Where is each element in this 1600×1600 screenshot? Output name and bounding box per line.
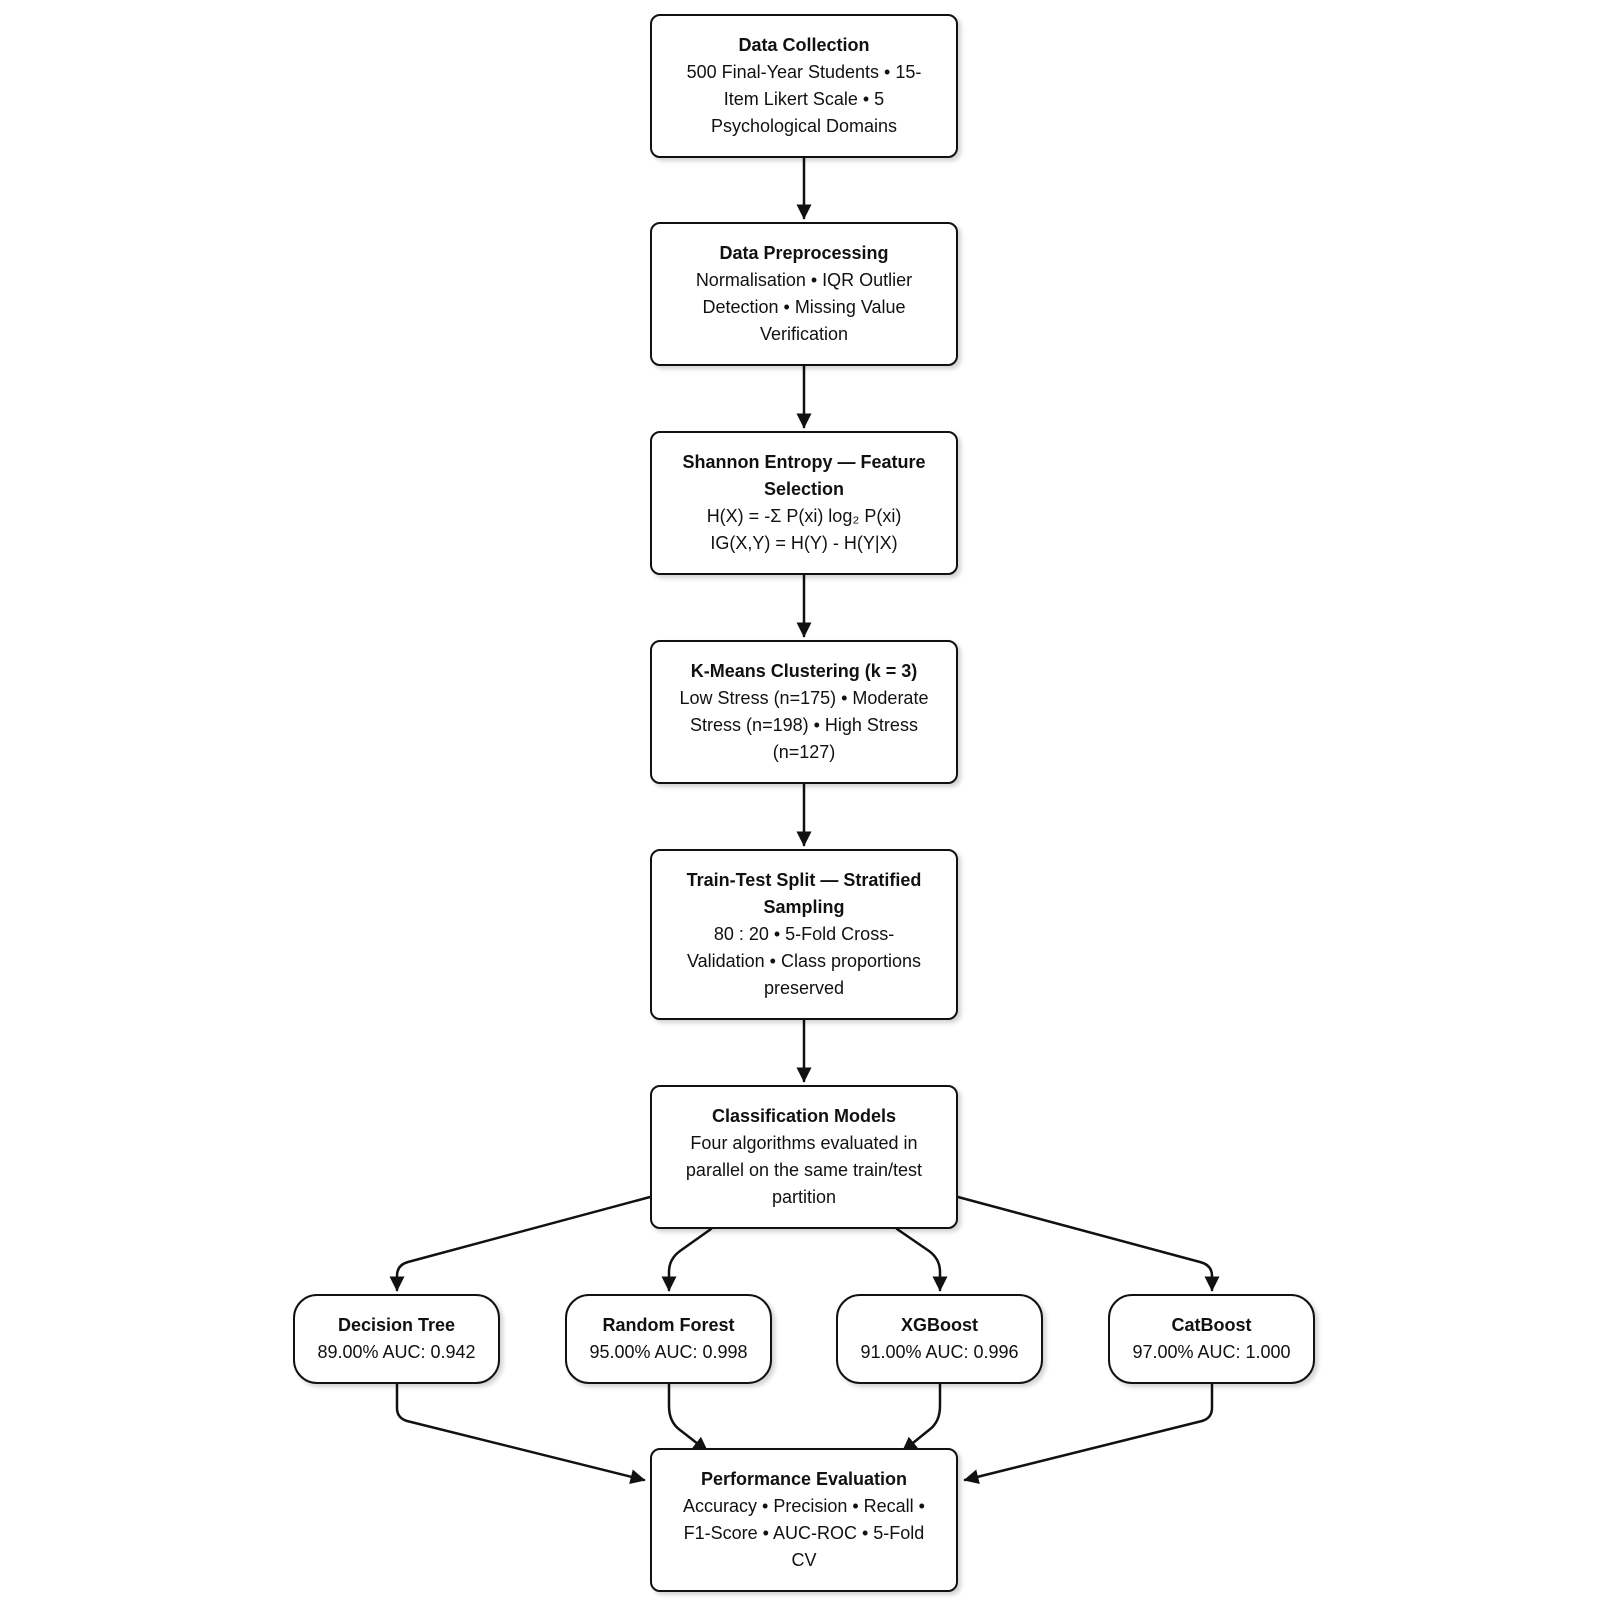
node-performance-evaluation: Performance Evaluation Accuracy • Precis…: [650, 1448, 958, 1592]
node-title-line: Selection: [763, 479, 845, 499]
node-shannon-entropy: Shannon Entropy — Feature Selection H(X)…: [650, 431, 958, 575]
node-description: Accuracy • Precision • Recall • F1-Score…: [683, 1493, 925, 1574]
edge-classify-decision-tree: [389, 1195, 652, 1292]
node-description-line: Psychological Domains: [710, 116, 898, 136]
node-description-line: F1-Score • AUC-ROC • 5-Fold: [683, 1523, 925, 1543]
model-metrics: 97.00% AUC: 1.000: [1132, 1342, 1291, 1362]
model-name: Decision Tree: [337, 1315, 456, 1335]
node-catboost: CatBoost 97.00% AUC: 1.000: [1108, 1294, 1315, 1384]
node-classification-models: Classification Models Four algorithms ev…: [650, 1085, 958, 1229]
node-description: 80 : 20 • 5-Fold Cross- Validation • Cla…: [687, 921, 921, 1002]
edge-decision-tree-eval: [395, 1382, 646, 1485]
node-description: Four algorithms evaluated in parallel on…: [686, 1130, 922, 1211]
node-description-line: parallel on the same train/test: [685, 1160, 923, 1180]
node-title: Performance Evaluation: [700, 1469, 908, 1489]
node-description-line: preserved: [763, 978, 845, 998]
node-title: Train-Test Split — Stratified Sampling: [687, 867, 922, 921]
node-description-line: 80 : 20 • 5-Fold Cross-: [713, 924, 895, 944]
node-description-line: Stress (n=198) • High Stress: [690, 715, 918, 735]
model-metrics: 95.00% AUC: 0.998: [589, 1342, 748, 1362]
node-description-line: Normalisation • IQR Outlier: [695, 270, 913, 290]
node-description-line: Item Likert Scale • 5: [723, 89, 885, 109]
node-random-forest: Random Forest 95.00% AUC: 0.998: [565, 1294, 772, 1384]
node-title: Shannon Entropy — Feature Selection: [682, 449, 925, 503]
node-formulas: H(X) = -Σ P(xi) log₂ P(xi) IG(X,Y) = H(Y…: [707, 503, 902, 557]
node-description-line: Accuracy • Precision • Recall •: [683, 1496, 925, 1516]
information-gain-formula: IG(X,Y) = H(Y) - H(Y|X): [710, 533, 898, 553]
node-description: Low Stress (n=175) • Moderate Stress (n=…: [680, 685, 929, 766]
node-title: Data Collection: [738, 35, 870, 55]
edge-classify-random-forest: [661, 1227, 713, 1292]
node-xgboost: XGBoost 91.00% AUC: 0.996: [836, 1294, 1043, 1384]
node-description-line: CV: [791, 1550, 817, 1570]
edge-classify-catboost: [956, 1195, 1220, 1292]
model-metrics: 89.00% AUC: 0.942: [317, 1342, 476, 1362]
node-title-line: Train-Test Split — Stratified: [686, 870, 922, 890]
entropy-formula: H(X) = -Σ P(xi) log₂ P(xi): [706, 506, 902, 526]
model-name: XGBoost: [900, 1315, 978, 1335]
node-title-line: Sampling: [763, 897, 845, 917]
node-description: 500 Final-Year Students • 15- Item Liker…: [687, 59, 922, 140]
node-train-test-split: Train-Test Split — Stratified Sampling 8…: [650, 849, 958, 1020]
model-name: Random Forest: [602, 1315, 735, 1335]
node-description-line: 500 Final-Year Students • 15-: [686, 62, 922, 82]
node-description-line: Verification: [759, 324, 849, 344]
edge-xgboost-eval: [901, 1382, 942, 1453]
model-metrics: 91.00% AUC: 0.996: [860, 1342, 1019, 1362]
node-decision-tree: Decision Tree 89.00% AUC: 0.942: [293, 1294, 500, 1384]
node-description: Normalisation • IQR Outlier Detection • …: [696, 267, 912, 348]
node-description-line: (n=127): [772, 742, 836, 762]
node-description-line: Four algorithms evaluated in: [690, 1133, 918, 1153]
node-description-line: Detection • Missing Value: [702, 297, 906, 317]
node-kmeans-clustering: K-Means Clustering (k = 3) Low Stress (n…: [650, 640, 958, 784]
node-title: K-Means Clustering (k = 3): [690, 661, 918, 681]
node-description-line: Low Stress (n=175) • Moderate: [679, 688, 929, 708]
node-title: Data Preprocessing: [719, 243, 889, 263]
node-data-preprocessing: Data Preprocessing Normalisation • IQR O…: [650, 222, 958, 366]
node-title-line: Shannon Entropy — Feature: [682, 452, 926, 472]
node-title: Classification Models: [711, 1106, 897, 1126]
edge-catboost-eval: [963, 1382, 1214, 1485]
edge-random-forest-eval: [667, 1382, 709, 1453]
model-name: CatBoost: [1171, 1315, 1252, 1335]
node-data-collection: Data Collection 500 Final-Year Students …: [650, 14, 958, 158]
node-description-line: partition: [771, 1187, 837, 1207]
node-description-line: Validation • Class proportions: [686, 951, 922, 971]
edge-classify-xgboost: [895, 1227, 948, 1292]
